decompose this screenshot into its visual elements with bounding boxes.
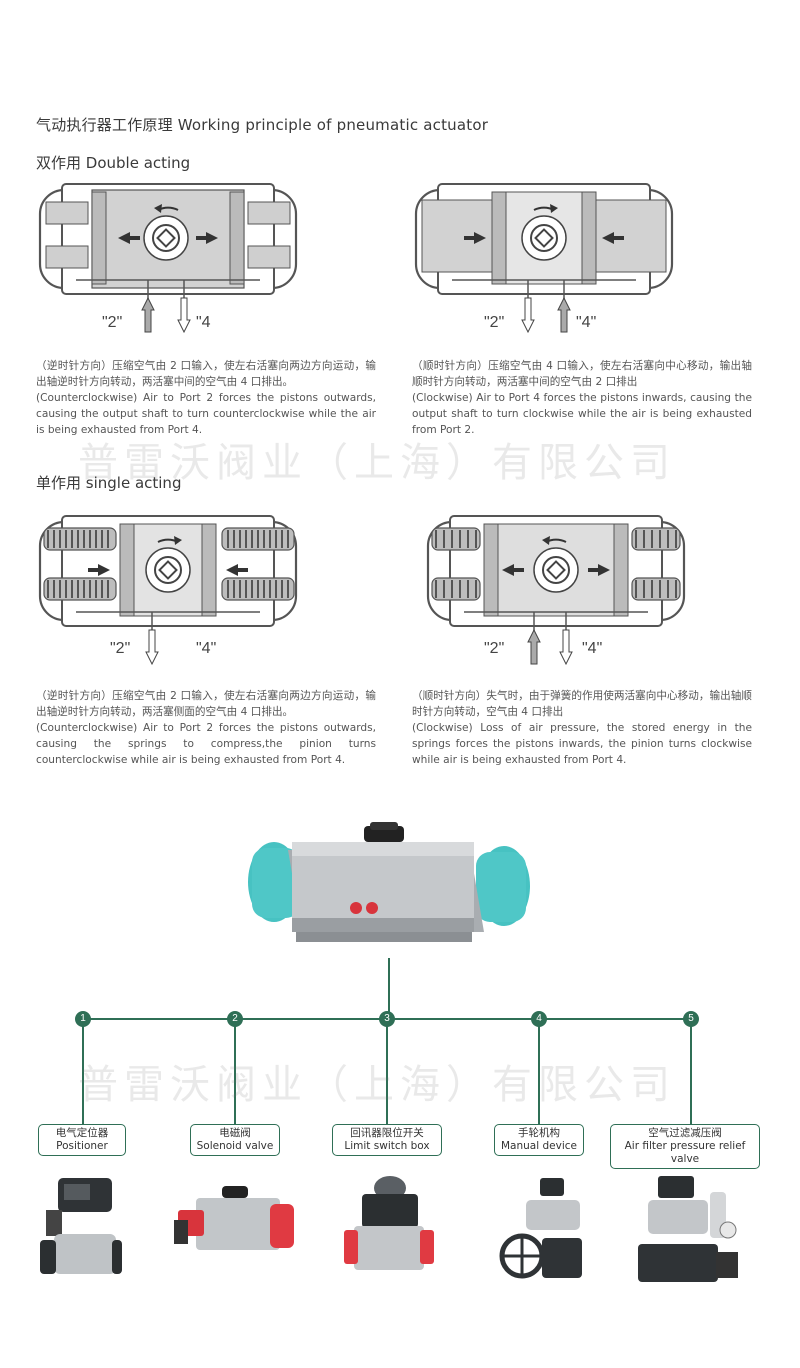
- accessory-label-positioner: 电气定位器 Positioner: [38, 1124, 126, 1156]
- port-4-label: "4: [196, 314, 211, 331]
- accessory-label-en: Solenoid valve: [196, 1140, 274, 1152]
- accessory-label-en: Air filter pressure relief valve: [624, 1140, 746, 1165]
- port-2-label: "2": [110, 640, 131, 657]
- solenoid-valve-image: [174, 1186, 294, 1250]
- accessory-label-limit-switch-box: 回讯器限位开关 Limit switch box: [332, 1124, 442, 1156]
- pneumatic-actuator-image: [248, 822, 530, 942]
- port-2-label: "2": [102, 314, 123, 331]
- connector-branch: [82, 1018, 84, 1124]
- description-cn: （逆时针方向）压缩空气由 2 口输入，使左右活塞向两边方向运动，输出轴逆时针方向…: [36, 360, 376, 388]
- accessory-label-manual-device: 手轮机构 Manual device: [494, 1124, 584, 1156]
- limit-switch-box-image: [344, 1176, 434, 1270]
- description-en: (Clockwise) Air to Port 4 forces the pis…: [412, 392, 752, 436]
- accessory-number-badge: 4: [531, 1011, 547, 1027]
- watermark: 普雷沃阀业（上海）有限公司: [78, 440, 676, 486]
- accessory-label-solenoid-valve: 电磁阀 Solenoid valve: [190, 1124, 280, 1156]
- accessory-label-cn: 空气过滤减压阀: [648, 1127, 722, 1139]
- port-4-label: "4": [576, 314, 597, 331]
- accessory-label-cn: 电气定位器: [55, 1127, 109, 1139]
- accessory-label-cn: 电磁阀: [219, 1127, 251, 1139]
- double-acting-heading: 双作用 Double acting: [36, 154, 191, 172]
- description-en: (Counterclockwise) Air to Port 2 forces …: [36, 392, 376, 436]
- double-acting-cw-description: （顺时针方向）压缩空气由 4 口输入，使左右活塞向中心移动，输出轴顺时针方向转动…: [412, 358, 752, 438]
- port-4-label: "4": [582, 640, 603, 657]
- connector-branch: [386, 1018, 388, 1124]
- accessory-number-badge: 3: [379, 1011, 395, 1027]
- single-acting-ccw-diagram: [38, 515, 298, 666]
- double-acting-cw-diagram: [414, 183, 674, 334]
- description-en: (Clockwise) Loss of air pressure, the st…: [412, 722, 752, 766]
- double-acting-ccw-description: （逆时针方向）压缩空气由 2 口输入，使左右活塞向两边方向运动，输出轴逆时针方向…: [36, 358, 376, 438]
- description-cn: （顺时针方向）压缩空气由 4 口输入，使左右活塞向中心移动，输出轴顺时针方向转动…: [412, 360, 752, 388]
- accessory-label-air-filter: 空气过滤减压阀 Air filter pressure relief valve: [610, 1124, 760, 1169]
- watermark: 普雷沃阀业（上海）有限公司: [78, 1062, 676, 1108]
- description-cn: （顺时针方向）失气时，由于弹簧的作用使两活塞向中心移动，输出轴顺时针方向转动，空…: [412, 690, 752, 718]
- accessory-label-cn: 手轮机构: [518, 1127, 560, 1139]
- positioner-image: [40, 1178, 122, 1274]
- description-en: (Counterclockwise) Air to Port 2 forces …: [36, 722, 376, 766]
- accessory-number-badge: 1: [75, 1011, 91, 1027]
- accessory-number-badge: 5: [683, 1011, 699, 1027]
- connector-trunk: [388, 958, 390, 1014]
- single-acting-ccw-description: （逆时针方向）压缩空气由 2 口输入，使左右活塞向两边方向运动，输出轴逆时针方向…: [36, 688, 376, 768]
- accessory-label-en: Limit switch box: [344, 1140, 430, 1152]
- description-cn: （逆时针方向）压缩空气由 2 口输入，使左右活塞向两边方向运动，输出轴逆时针方向…: [36, 690, 376, 718]
- port-2-label: "2": [484, 314, 505, 331]
- accessory-label-en: Positioner: [56, 1140, 108, 1152]
- manual-device-image: [499, 1178, 582, 1279]
- port-4-label: "4": [196, 640, 217, 657]
- double-acting-ccw-diagram: [38, 183, 298, 334]
- accessory-label-en: Manual device: [501, 1140, 577, 1152]
- air-filter-pressure-relief-valve-image: [638, 1176, 738, 1282]
- accessory-label-cn: 回讯器限位开关: [350, 1127, 424, 1139]
- port-2-label: "2": [484, 640, 505, 657]
- page-title: 气动执行器工作原理 Working principle of pneumatic…: [36, 116, 489, 134]
- single-acting-heading: 单作用 single acting: [36, 474, 182, 492]
- single-acting-cw-diagram: [426, 515, 686, 666]
- accessory-number-badge: 2: [227, 1011, 243, 1027]
- connector-branch: [234, 1018, 236, 1124]
- connector-branch: [538, 1018, 540, 1124]
- single-acting-cw-description: （顺时针方向）失气时，由于弹簧的作用使两活塞向中心移动，输出轴顺时针方向转动，空…: [412, 688, 752, 768]
- connector-branch: [690, 1018, 692, 1124]
